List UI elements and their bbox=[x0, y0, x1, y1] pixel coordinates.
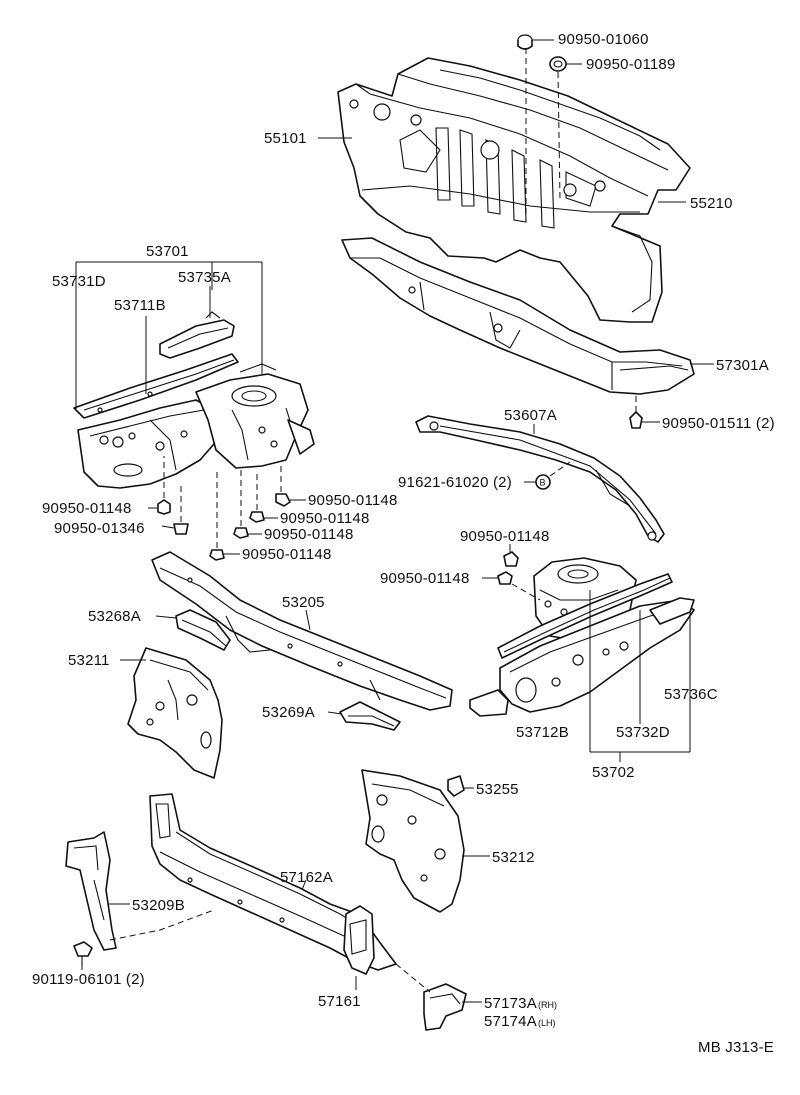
label-90950-01148-c: 90950-01148 bbox=[280, 510, 370, 527]
label-53712B: 53712B bbox=[516, 724, 569, 741]
crossmember-57162A[interactable] bbox=[149, 793, 397, 971]
label-53736C: 53736C bbox=[664, 686, 718, 703]
bracket-53269A[interactable] bbox=[339, 701, 401, 731]
strut-tower-left[interactable] bbox=[195, 363, 315, 469]
clip-90950-01511[interactable] bbox=[629, 411, 643, 429]
label-53211: 53211 bbox=[68, 652, 110, 669]
label-53711B: 53711B bbox=[114, 297, 166, 314]
labels: 90950-01060 90950-01189 55101 55210 5730… bbox=[32, 31, 775, 1056]
label-53702: 53702 bbox=[592, 764, 635, 781]
grommet-90950-01346[interactable] bbox=[173, 523, 189, 535]
brace-53607A[interactable] bbox=[415, 415, 665, 543]
label-90950-01060: 90950-01060 bbox=[558, 31, 649, 48]
label-53255: 53255 bbox=[476, 781, 519, 798]
support-57161[interactable] bbox=[343, 905, 375, 975]
label-57173A: 57173A bbox=[484, 995, 537, 1012]
nut-90950-01148-right-b[interactable] bbox=[497, 571, 513, 585]
clip-53255[interactable] bbox=[447, 775, 465, 797]
label-53269A: 53269A bbox=[262, 704, 315, 721]
label-90950-01148-d: 90950-01148 bbox=[264, 526, 354, 543]
label-55210: 55210 bbox=[690, 195, 733, 212]
clip-90950-01148-c[interactable] bbox=[249, 511, 265, 523]
rail-53711B[interactable] bbox=[73, 353, 239, 419]
label-53209B: 53209B bbox=[132, 897, 185, 914]
clip-90950-01148-d[interactable] bbox=[233, 527, 249, 539]
clip-90950-01148-b[interactable] bbox=[275, 493, 291, 507]
bolt-91621-61020[interactable]: B bbox=[535, 474, 551, 490]
apron-53731D[interactable] bbox=[77, 399, 215, 489]
label-90950-01148-r1: 90950-01148 bbox=[460, 528, 550, 545]
bracket-53268A[interactable] bbox=[175, 609, 231, 651]
bracket-53209B[interactable] bbox=[65, 831, 117, 951]
lower-panel-57301A[interactable] bbox=[341, 237, 695, 395]
bolt-90950-01148-left-a[interactable] bbox=[157, 499, 171, 515]
plug-90950-01060[interactable] bbox=[517, 34, 533, 50]
label-57174A: 57174A bbox=[484, 1013, 537, 1030]
label-90119-06101: 90119-06101 (2) bbox=[32, 971, 145, 988]
label-57162A: 57162A bbox=[280, 869, 333, 886]
label-57161: 57161 bbox=[318, 993, 361, 1010]
label-53607A: 53607A bbox=[504, 407, 557, 424]
label-57174A-lh: (LH) bbox=[538, 1018, 556, 1028]
label-55101: 55101 bbox=[264, 130, 307, 147]
dash-panel-55101[interactable] bbox=[337, 57, 691, 323]
leader-lines bbox=[75, 39, 714, 1003]
bolt-90119-06101[interactable] bbox=[73, 941, 93, 966]
label-57173A-rh: (RH) bbox=[538, 1000, 557, 1010]
rail-53712B[interactable] bbox=[497, 573, 673, 659]
fender-shield-53211[interactable] bbox=[127, 647, 223, 779]
bracket-57173A-57174A[interactable] bbox=[423, 983, 467, 1031]
label-90950-01148-a: 90950-01148 bbox=[42, 500, 132, 517]
nut-90950-01148-right-a[interactable] bbox=[503, 551, 519, 567]
plug-90950-01189[interactable] bbox=[549, 56, 567, 72]
clip-90950-01148-e[interactable] bbox=[209, 549, 225, 561]
apron-53732D[interactable] bbox=[499, 599, 695, 713]
label-91621-61020: 91621-61020 (2) bbox=[398, 474, 512, 491]
label-90950-01148-e: 90950-01148 bbox=[242, 546, 332, 563]
b-marker-letter: B bbox=[540, 478, 546, 488]
label-53212: 53212 bbox=[492, 849, 535, 866]
fender-shield-53212[interactable] bbox=[361, 769, 465, 913]
label-90950-01189: 90950-01189 bbox=[586, 56, 676, 73]
label-53701: 53701 bbox=[146, 243, 189, 260]
diagram-code: MB J313-E bbox=[698, 1039, 774, 1056]
reinforcement-53735A[interactable] bbox=[159, 311, 235, 359]
label-53731D: 53731D bbox=[52, 273, 106, 290]
label-90950-01511: 90950-01511 (2) bbox=[662, 415, 775, 432]
label-90950-01148-r2: 90950-01148 bbox=[380, 570, 470, 587]
label-90950-01346: 90950-01346 bbox=[54, 520, 145, 537]
extension-53736C[interactable] bbox=[469, 597, 695, 717]
label-57301A: 57301A bbox=[716, 357, 769, 374]
label-90950-01148-b: 90950-01148 bbox=[308, 492, 398, 509]
label-53205: 53205 bbox=[282, 594, 325, 611]
label-53735A: 53735A bbox=[178, 269, 231, 286]
label-53732D: 53732D bbox=[616, 724, 670, 741]
label-53268A: 53268A bbox=[88, 608, 141, 625]
support-53205[interactable] bbox=[151, 551, 453, 711]
